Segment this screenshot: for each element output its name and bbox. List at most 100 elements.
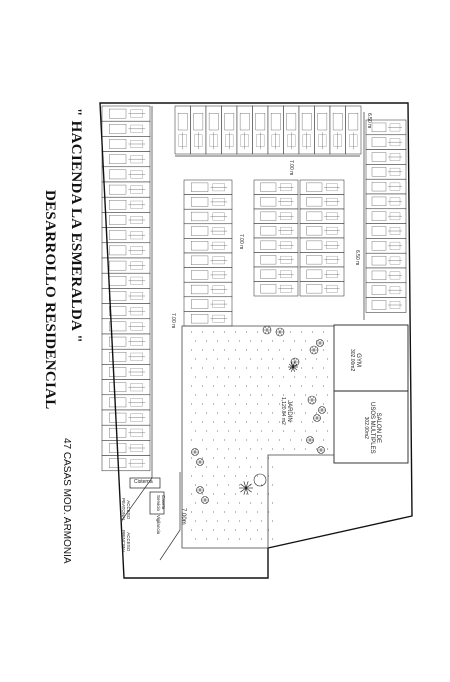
garden-dot — [224, 367, 226, 369]
car-mark — [326, 284, 338, 293]
garden-dot — [217, 394, 219, 396]
car-mark — [280, 255, 292, 264]
house-interior — [191, 226, 209, 236]
tree-branch — [294, 358, 298, 363]
garden-dot — [206, 520, 208, 522]
house-interior — [177, 113, 188, 131]
garden-dot — [217, 502, 219, 504]
garden-dot — [224, 493, 226, 495]
house-interior — [301, 113, 312, 131]
garden-dot — [213, 439, 215, 441]
car-mark — [389, 182, 401, 191]
tree-branch — [292, 358, 296, 363]
car-mark — [280, 212, 292, 221]
tree-branch — [198, 458, 201, 463]
house-interior — [260, 269, 277, 279]
tree-branch — [316, 417, 319, 422]
car-mark — [212, 183, 225, 192]
tree-branch — [294, 361, 298, 366]
garden-dot — [224, 349, 226, 351]
jardin-area: 1,120.84 m2 — [280, 397, 286, 425]
house-interior — [208, 113, 219, 131]
garden-dot — [224, 511, 226, 513]
house-interior — [191, 255, 209, 265]
tree-branch — [266, 326, 270, 331]
garden-dot — [213, 385, 215, 387]
garden-dot — [228, 430, 230, 432]
garden-dot — [312, 331, 314, 333]
garden-dot — [217, 466, 219, 468]
car-mark — [389, 271, 401, 280]
gym-area: 302.00m2 — [349, 349, 355, 372]
garden-dot — [327, 358, 329, 360]
garden-dot — [261, 340, 263, 342]
house-interior — [371, 181, 387, 192]
salon-label: SALON DE USOS MULTIPLES 302.00m2 — [363, 402, 381, 454]
car-mark — [389, 301, 401, 309]
garden-dot — [246, 403, 248, 405]
car-mark — [389, 167, 401, 176]
garden-dot — [323, 439, 325, 441]
tree-branch — [198, 489, 201, 494]
garden-dot — [224, 331, 226, 333]
garden-dot — [246, 385, 248, 387]
garden-dot — [246, 421, 248, 423]
garden-dot — [250, 502, 252, 504]
garden-dot — [301, 439, 303, 441]
garden-dot — [191, 421, 193, 423]
gym-label: GYM 302.00m2 — [349, 349, 361, 371]
garden-dot — [239, 412, 241, 414]
garden-dot — [283, 430, 285, 432]
house-interior — [306, 197, 323, 207]
garden-dot — [305, 412, 307, 414]
car-mark — [280, 241, 292, 250]
garden-dot — [213, 421, 215, 423]
house-interior — [260, 240, 277, 250]
garden-dot — [239, 448, 241, 450]
garden-dot — [224, 439, 226, 441]
tree-branch — [264, 329, 268, 334]
garden-dot — [257, 511, 259, 513]
garden-dot — [316, 430, 318, 432]
garden-dot — [235, 403, 237, 405]
garden-dot — [312, 421, 314, 423]
garden-dot — [195, 358, 197, 360]
garden-dot — [294, 430, 296, 432]
garden-dot — [228, 448, 230, 450]
car-mark — [130, 307, 143, 316]
tree-branch — [319, 339, 322, 344]
garden-dot — [294, 412, 296, 414]
house-interior — [109, 412, 127, 423]
garden-dot — [268, 385, 270, 387]
garden-dot — [261, 376, 263, 378]
star-ray — [292, 363, 298, 368]
car-mark — [280, 270, 292, 279]
garden-dot — [213, 475, 215, 477]
garden-dot — [305, 394, 307, 396]
garden-dot — [301, 349, 303, 351]
dimension-label: 7.00 m — [238, 234, 244, 250]
car-mark — [389, 212, 401, 221]
garden-dot — [191, 385, 193, 387]
garden-dot — [323, 385, 325, 387]
car-mark — [389, 227, 401, 235]
tree-branch — [316, 414, 319, 419]
car-mark — [225, 134, 234, 147]
tree-icon — [313, 414, 321, 422]
garden-dot — [294, 376, 296, 378]
garden-dot — [283, 358, 285, 360]
garden-dot — [250, 448, 252, 450]
garden-dot — [217, 340, 219, 342]
garden-dot — [305, 358, 307, 360]
garden-dot — [246, 475, 248, 477]
car-mark — [212, 314, 225, 323]
garden-dot — [294, 394, 296, 396]
garden-dot — [257, 457, 259, 459]
house-interior — [109, 382, 127, 392]
house-interior — [109, 108, 127, 119]
garden-dot — [268, 529, 270, 531]
garden-dot — [206, 466, 208, 468]
tree-branch — [277, 328, 281, 333]
garden-dot — [228, 358, 230, 360]
gym-block — [333, 324, 409, 392]
